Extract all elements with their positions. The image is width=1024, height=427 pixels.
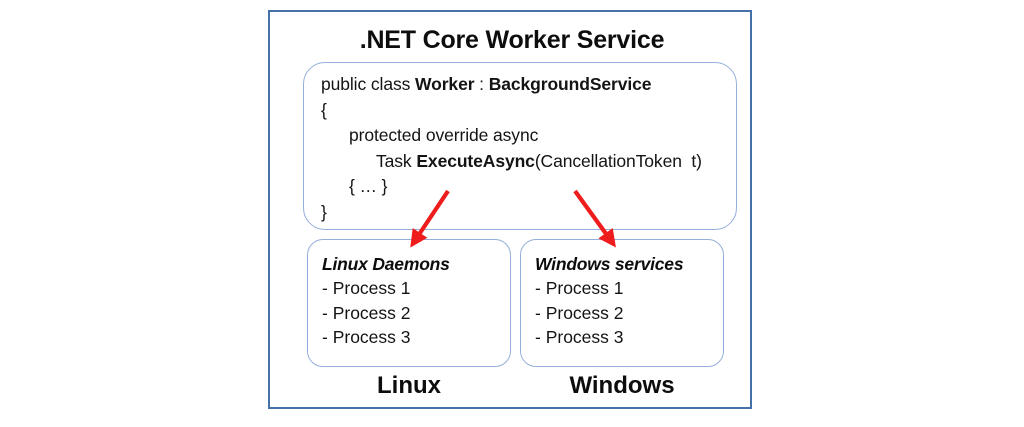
code-text: Task [376,150,417,171]
code-text: protected override async [349,125,539,145]
code-keyword: BackgroundService [488,74,652,94]
list-item: - Process 2 [535,302,624,323]
code-line: protected override async [304,123,736,149]
code-keyword: ExecuteAsync [416,150,535,171]
code-line: } [304,200,736,226]
code-text: { … } [349,176,388,196]
code-block: public class Worker : BackgroundService{… [303,62,737,230]
code-text: : [474,74,489,94]
code-line: Task ExecuteAsync(CancellationToken t) [304,149,736,175]
code-line: { … } [304,174,736,200]
code-keyword: Worker [415,74,475,94]
os-caption-windows: Windows [569,372,675,399]
code-text: public class [321,74,416,94]
code-text: } [321,201,327,222]
list-item: - Process 1 [322,278,411,298]
code-text: (CancellationToken t) [534,150,702,171]
code-line: { [304,98,736,124]
list-item: - Process 3 [322,327,411,347]
list-item: - Process 3 [535,327,624,347]
platform-box-windows: Windows services - Process 1 - Process 2… [520,239,724,367]
page-title: .NET Core Worker Service [359,26,665,54]
code-text: { [321,99,327,120]
diagram-frame: .NET Core Worker Service public class Wo… [268,10,752,409]
platform-heading-linux: Linux Daemons [322,254,450,274]
platform-heading-windows: Windows services [535,254,684,274]
code-line: public class Worker : BackgroundService [304,72,736,98]
platform-box-linux: Linux Daemons - Process 1 - Process 2 - … [307,239,511,367]
os-caption-linux: Linux [377,372,441,399]
list-item: - Process 2 [322,302,411,323]
list-item: - Process 1 [535,278,624,298]
